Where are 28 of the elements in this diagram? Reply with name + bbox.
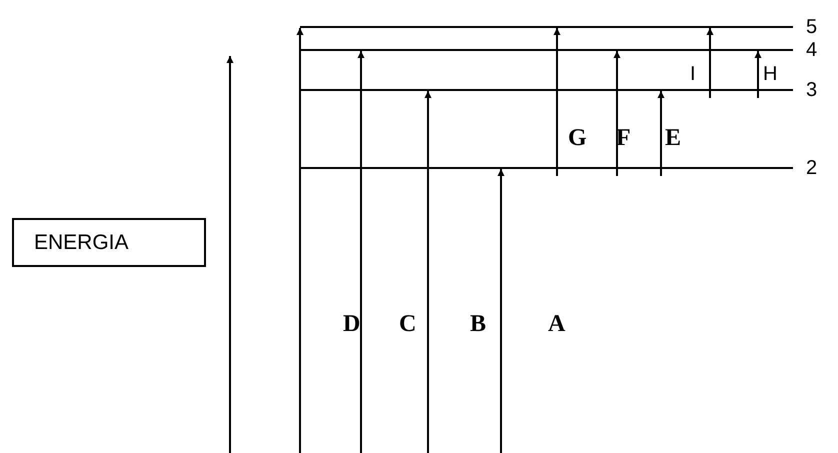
energy-level-line <box>300 89 793 91</box>
level-number: 5 <box>806 17 818 37</box>
transition-arrow <box>358 51 364 453</box>
transition-arrow <box>498 169 504 453</box>
transition-letter: C <box>399 312 416 336</box>
transition-letter: G <box>568 126 587 150</box>
level-number: 3 <box>806 80 818 100</box>
level-number: 4 <box>806 40 818 60</box>
transition-arrow <box>754 51 762 98</box>
transition-letter: F <box>616 126 631 150</box>
transition-arrow <box>614 51 620 176</box>
label-box <box>12 218 206 267</box>
transition-arrow <box>296 28 304 453</box>
transition-arrow <box>658 91 664 176</box>
transition-letter: E <box>665 126 682 150</box>
transition-letter: A <box>548 312 566 336</box>
transition-arrow <box>424 91 432 453</box>
level-number: 2 <box>806 158 818 178</box>
transition-letter: I <box>690 64 696 84</box>
transition-letter: B <box>470 312 486 336</box>
energy-level-line <box>300 167 793 169</box>
transition-letter: D <box>343 312 360 336</box>
axis-title: ENERGIA <box>34 232 129 253</box>
transition-arrow <box>706 28 714 98</box>
energy-level-line <box>300 26 793 28</box>
energy-level-line <box>300 49 793 51</box>
transition-letter: H <box>763 64 778 84</box>
transition-arrow <box>554 28 560 176</box>
